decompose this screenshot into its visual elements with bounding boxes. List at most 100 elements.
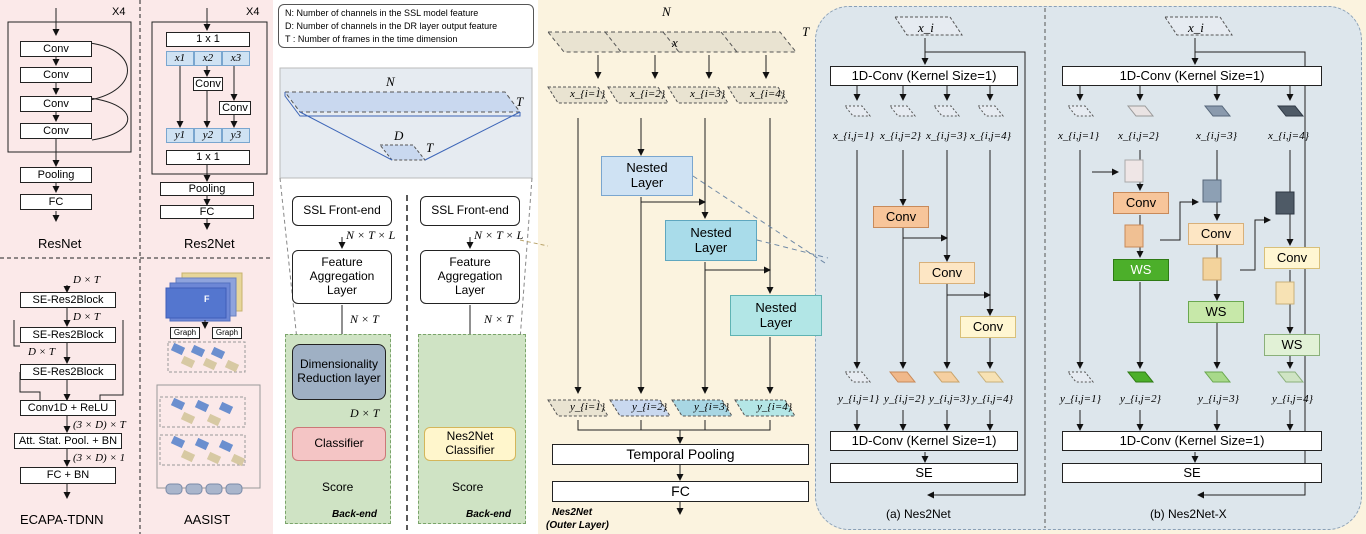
nes2netx-conv1d-top: 1D-Conv (Kernel Size=1) xyxy=(1062,66,1322,86)
tensor-t2-label: T xyxy=(426,140,434,155)
nes2net-xij-2: x_{i,j=2} xyxy=(880,130,921,142)
nes2netx-ws-1: WS xyxy=(1113,259,1169,281)
nes2netx-conv1d-bottom: 1D-Conv (Kernel Size=1) xyxy=(1062,431,1322,451)
aasist-nodes xyxy=(170,342,234,453)
nes2netx-se: SE xyxy=(1062,463,1322,483)
score-left: Score xyxy=(322,480,354,494)
res2net-top-1x1: 1 x 1 xyxy=(166,32,250,47)
nes2net-conv1d-bottom: 1D-Conv (Kernel Size=1) xyxy=(830,431,1018,451)
legend-d: D: Number of channels in the DR layer ou… xyxy=(285,21,498,31)
legend-box: N: Number of channels in the SSL model f… xyxy=(278,4,534,48)
resnet-pooling: Pooling xyxy=(20,167,92,183)
nes2netx-xi: x_i xyxy=(1188,20,1204,35)
nxtxl-right: N × T × L xyxy=(474,228,524,242)
nes2netx-yij-1: y_{i,j=1} xyxy=(1060,393,1101,405)
outer-x-3: x_{i=3} xyxy=(690,88,726,100)
ecapa-conv1d-relu: Conv1D + ReLU xyxy=(20,400,116,416)
aasist-f-label: F xyxy=(204,294,210,304)
temporal-pooling: Temporal Pooling xyxy=(552,444,809,465)
tensor-n-label: N xyxy=(386,74,395,89)
outer-title-1: Nes2Net xyxy=(552,507,593,518)
res2net-y1: y1 xyxy=(166,128,194,143)
res2net-caption: Res2Net xyxy=(184,236,235,251)
nes2netx-yij-4: y_{i,j=4} xyxy=(1272,393,1313,405)
nes2net-xij-3: x_{i,j=3} xyxy=(926,130,967,142)
outer-x-1: x_{i=1} xyxy=(570,88,606,100)
nested-layer-2: Nested Layer xyxy=(665,220,757,261)
ecapa-caption: ECAPA-TDNN xyxy=(20,512,104,527)
nes2net-xij-4: x_{i,j=4} xyxy=(970,130,1011,142)
nes2net-conv-2: Conv xyxy=(919,262,975,284)
res2net-y3: y3 xyxy=(222,128,250,143)
nes2netx-yij-2: y_{i,j=2} xyxy=(1120,393,1161,405)
nes2netx-conv-3: Conv xyxy=(1264,247,1320,269)
resnet-conv-4: Conv xyxy=(20,123,92,139)
res2net-fc: FC xyxy=(160,205,254,219)
nested-layer-3: Nested Layer xyxy=(730,295,822,336)
nxt-left: N × T xyxy=(350,312,379,326)
legend-t: T : Number of frames in the time dimensi… xyxy=(285,34,458,44)
nested-layer-1: Nested Layer xyxy=(601,156,693,196)
nes2netx-ws-2: WS xyxy=(1188,301,1244,323)
outer-y-3: y_{i=3} xyxy=(694,401,730,413)
nes2netx-caption: (b) Nes2Net-X xyxy=(1150,507,1227,521)
nes2netx-conv-2: Conv xyxy=(1188,223,1244,245)
tensor-d-label: D xyxy=(394,128,404,143)
outer-x-label: x xyxy=(672,35,678,50)
nes2net-yij-4: y_{i,j=4} xyxy=(972,393,1013,405)
aasist-caption: AASIST xyxy=(184,512,231,527)
nes2net-se: SE xyxy=(830,463,1018,483)
ecapa-se-res2block-2: SE-Res2Block xyxy=(20,327,116,343)
resnet-fc: FC xyxy=(20,194,92,210)
outer-t-label: T xyxy=(802,24,810,39)
nes2netx-conv-1: Conv xyxy=(1113,192,1169,214)
ecapa-dim-3: (3 × D) × T xyxy=(73,419,126,431)
tensor-t-label: T xyxy=(516,94,524,109)
dxt-label: D × T xyxy=(350,406,380,420)
resnet-conv-1: Conv xyxy=(20,41,92,57)
nes2netx-xij-4: x_{i,j=4} xyxy=(1268,130,1309,142)
outer-title-2: (Outer Layer) xyxy=(546,520,609,531)
legend-n: N: Number of channels in the SSL model f… xyxy=(285,8,479,18)
dimensionality-reduction: Dimensionality Reduction layer xyxy=(292,344,386,400)
classifier-box: Classifier xyxy=(292,427,386,461)
score-right: Score xyxy=(452,480,484,494)
outer-y-4: y_{i=4} xyxy=(757,401,793,413)
aasist-feature-stack xyxy=(165,272,243,322)
nes2netx-xij-3: x_{i,j=3} xyxy=(1196,130,1237,142)
nes2net-xi: x_i xyxy=(918,20,934,35)
outer-x-2: x_{i=2} xyxy=(630,88,666,100)
ecapa-dim-1: D × T xyxy=(73,311,100,323)
backend-label-left: Back-end xyxy=(332,509,378,520)
nes2net-conv1d-top: 1D-Conv (Kernel Size=1) xyxy=(830,66,1018,86)
backend-label-right: Back-end xyxy=(466,509,512,520)
outer-n-label: N xyxy=(662,4,671,19)
res2net-pooling: Pooling xyxy=(160,182,254,196)
nes2net-xij-1: x_{i,j=1} xyxy=(833,130,874,142)
res2net-x3: x3 xyxy=(222,51,250,66)
outer-fc: FC xyxy=(552,481,809,502)
outer-y-2: y_{i=2} xyxy=(632,401,668,413)
resnet-caption: ResNet xyxy=(38,236,82,251)
nes2netx-xij-1: x_{i,j=1} xyxy=(1058,130,1099,142)
res2net-x2: x2 xyxy=(194,51,222,66)
nxtxl-left: N × T × L xyxy=(346,228,396,242)
ecapa-att-stat-pool: Att. Stat. Pool. + BN xyxy=(14,433,122,449)
resnet-repeat-label: X4 xyxy=(112,6,126,18)
nxt-right: N × T xyxy=(484,312,513,326)
ecapa-se-res2block-3: SE-Res2Block xyxy=(20,364,116,380)
res2net-x1: x1 xyxy=(166,51,194,66)
ecapa-dim-4: (3 × D) × 1 xyxy=(73,452,126,464)
outer-y-1: y_{i=1} xyxy=(570,401,606,413)
ecapa-se-res2block-1: SE-Res2Block xyxy=(20,292,116,308)
ssl-frontend-left: SSL Front-end xyxy=(292,196,392,226)
nes2net-yij-3: y_{i,j=3} xyxy=(929,393,970,405)
nes2net-yij-1: y_{i,j=1} xyxy=(838,393,879,405)
nes2net-conv-3: Conv xyxy=(960,316,1016,338)
nes2netx-intermediate-stacks xyxy=(1124,159,1295,305)
resnet-conv-2: Conv xyxy=(20,67,92,83)
aasist-graph-1: Graph xyxy=(170,327,200,339)
res2net-repeat-label: X4 xyxy=(246,6,260,18)
aasist-graph-2: Graph xyxy=(212,327,242,339)
